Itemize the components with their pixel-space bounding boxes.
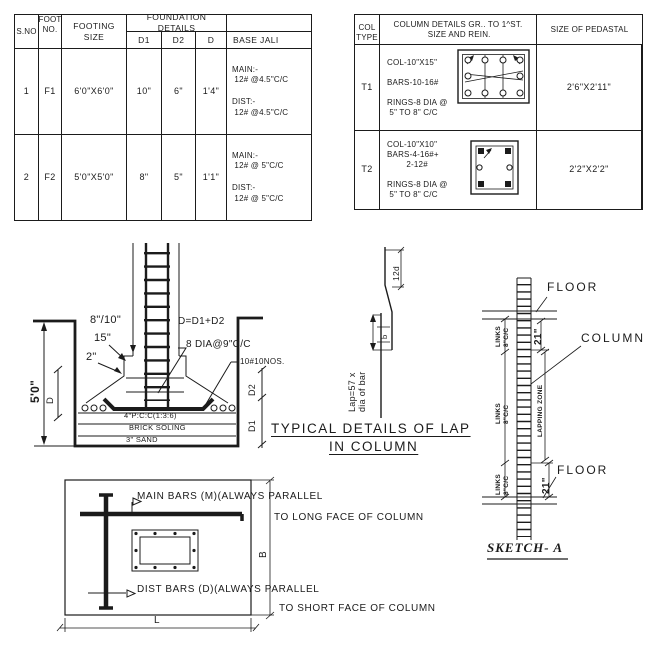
step-dim-15-label: 15" — [94, 332, 112, 344]
dist-bars-note-line2: TO SHORT FACE OF COLUMN — [279, 603, 436, 614]
footing-table: S.NO FOOT NO. FOOTING SIZE FOUNDATION DE… — [14, 14, 312, 221]
t1-details-text: COL-10"X15" BARS-10-16# RINGS-8 DIA @ 5"… — [387, 57, 448, 117]
header-footing-size: FOOTING SIZE — [62, 15, 127, 49]
header-base-jali: BASE JALI — [227, 32, 311, 49]
t1-details-cell: COL-10"X15" BARS-10-16# RINGS-8 DIA @ 5"… — [380, 45, 537, 131]
dist-bars-note-line1: DIST BARS (D)(ALWAYS PARALLEL — [137, 584, 320, 595]
row1-d2: 6" — [162, 49, 196, 135]
depth-formula-label: D=D1+D2 — [178, 316, 225, 327]
step-dim-8-10-label: 8"/10" — [90, 314, 122, 326]
column-label: COLUMN — [581, 331, 646, 345]
sketch-a-drawing — [482, 277, 582, 560]
plan-l-dim-label: L — [154, 615, 160, 626]
step-dim-2-label: 2" — [86, 351, 97, 363]
base-bars-label: 8 DIA@9"C/C — [186, 339, 251, 350]
lap-detail-drawing — [370, 246, 405, 418]
main-bars-note-line1: MAIN BARS (M)(ALWAYS PARALLEL — [137, 491, 323, 502]
links-bottom-label: LINKS 8"C/C — [495, 474, 511, 495]
t2-section-drawing — [470, 140, 519, 195]
t1-type: T1 — [355, 45, 380, 131]
header-foundation-details: FOUNDATION DETAILS — [127, 15, 227, 32]
crank-12d-label: 12d — [391, 265, 401, 281]
row2-sno: 2 — [15, 135, 39, 220]
t2-pedestal: 2'2"X2'2" — [537, 131, 642, 209]
sand-layer-label: 3" SAND — [126, 435, 158, 444]
offset-b-label: b — [380, 334, 389, 339]
row1-d: 1'4" — [196, 49, 227, 135]
footing-plan-drawing — [56, 476, 275, 632]
dim-21-bottom-label: 21" — [541, 477, 552, 494]
main-bars-note-line2: TO LONG FACE OF COLUMN — [274, 512, 424, 523]
lapping-zone-label: LAPPING ZONE — [537, 384, 544, 437]
header-col-type: COL TYPE — [355, 15, 380, 45]
row1-sno: 1 — [15, 49, 39, 135]
lap-length-note: Lap=57 x dia of bar — [347, 371, 368, 412]
sketch-a-caption: SKETCH- A — [487, 540, 564, 555]
floor-top-label: FLOOR — [547, 280, 599, 294]
links-middle-label: LINKS 8"C/C — [495, 403, 511, 424]
header-d: D — [196, 32, 227, 49]
header-d2: D2 — [162, 32, 196, 49]
row2-size: 5'0"X5'0" — [62, 135, 127, 220]
lap-title-line2: IN COLUMN — [329, 439, 419, 454]
t2-details-cell: COL-10"X10" BARS-4-16#+ 2-12# RINGS-8 DI… — [380, 131, 537, 209]
row2-base-jali: MAIN:- 12# @ 5"C/C DIST:- 12# @ 5"C/C — [232, 150, 284, 203]
brick-soling-label: BRICK SOLING — [129, 423, 186, 432]
depth-dim-label: 5'0" — [28, 379, 42, 403]
row1-size: 6'0"X6'0" — [62, 49, 127, 135]
pcc-layer-label: 4"P:C:C(1:3:6) — [124, 411, 177, 420]
t2-details-text: COL-10"X10" BARS-4-16#+ 2-12# RINGS-8 DI… — [387, 140, 448, 199]
row2-foot-no: F2 — [39, 135, 62, 220]
header-column-details: COLUMN DETAILS GR.. TO 1^ST. SIZE AND RE… — [380, 15, 537, 45]
row2-d: 1'1" — [196, 135, 227, 220]
header-foot-no: FOOT NO. — [39, 15, 62, 49]
column-table: COL TYPE COLUMN DETAILS GR.. TO 1^ST. SI… — [354, 14, 643, 210]
row1-base-jali: MAIN:- 12# @4.5"C/C DIST:- 12# @4.5"C/C — [227, 49, 311, 135]
links-top-label: LINKS 8"C/C — [495, 326, 511, 347]
row2-d2: 5" — [162, 135, 196, 220]
d-dim-label: D — [45, 396, 56, 404]
t1-pedestal: 2'6"X2'11" — [537, 45, 642, 131]
bars-count-label: 10#10NOS. — [240, 357, 285, 366]
header-empty — [227, 15, 311, 32]
header-pedestal: SIZE OF PEDASTAL — [537, 15, 642, 45]
row2-d1: 8" — [127, 135, 162, 220]
foundation-section-drawing — [33, 243, 267, 449]
d1-dim-label: D1 — [247, 419, 257, 432]
dim-21-top-label: 21" — [533, 328, 544, 345]
header-sno: S.NO — [15, 15, 39, 49]
t2-type: T2 — [355, 131, 380, 209]
row1-d1: 10" — [127, 49, 162, 135]
plan-b-dim-label: B — [258, 551, 269, 558]
header-d1: D1 — [127, 32, 162, 49]
lap-title-line1: TYPICAL DETAILS OF LAP — [271, 421, 471, 436]
t1-section-drawing — [457, 49, 530, 104]
d2-dim-label: D2 — [247, 383, 257, 396]
floor-bottom-label: FLOOR — [557, 463, 609, 477]
row1-foot-no: F1 — [39, 49, 62, 135]
